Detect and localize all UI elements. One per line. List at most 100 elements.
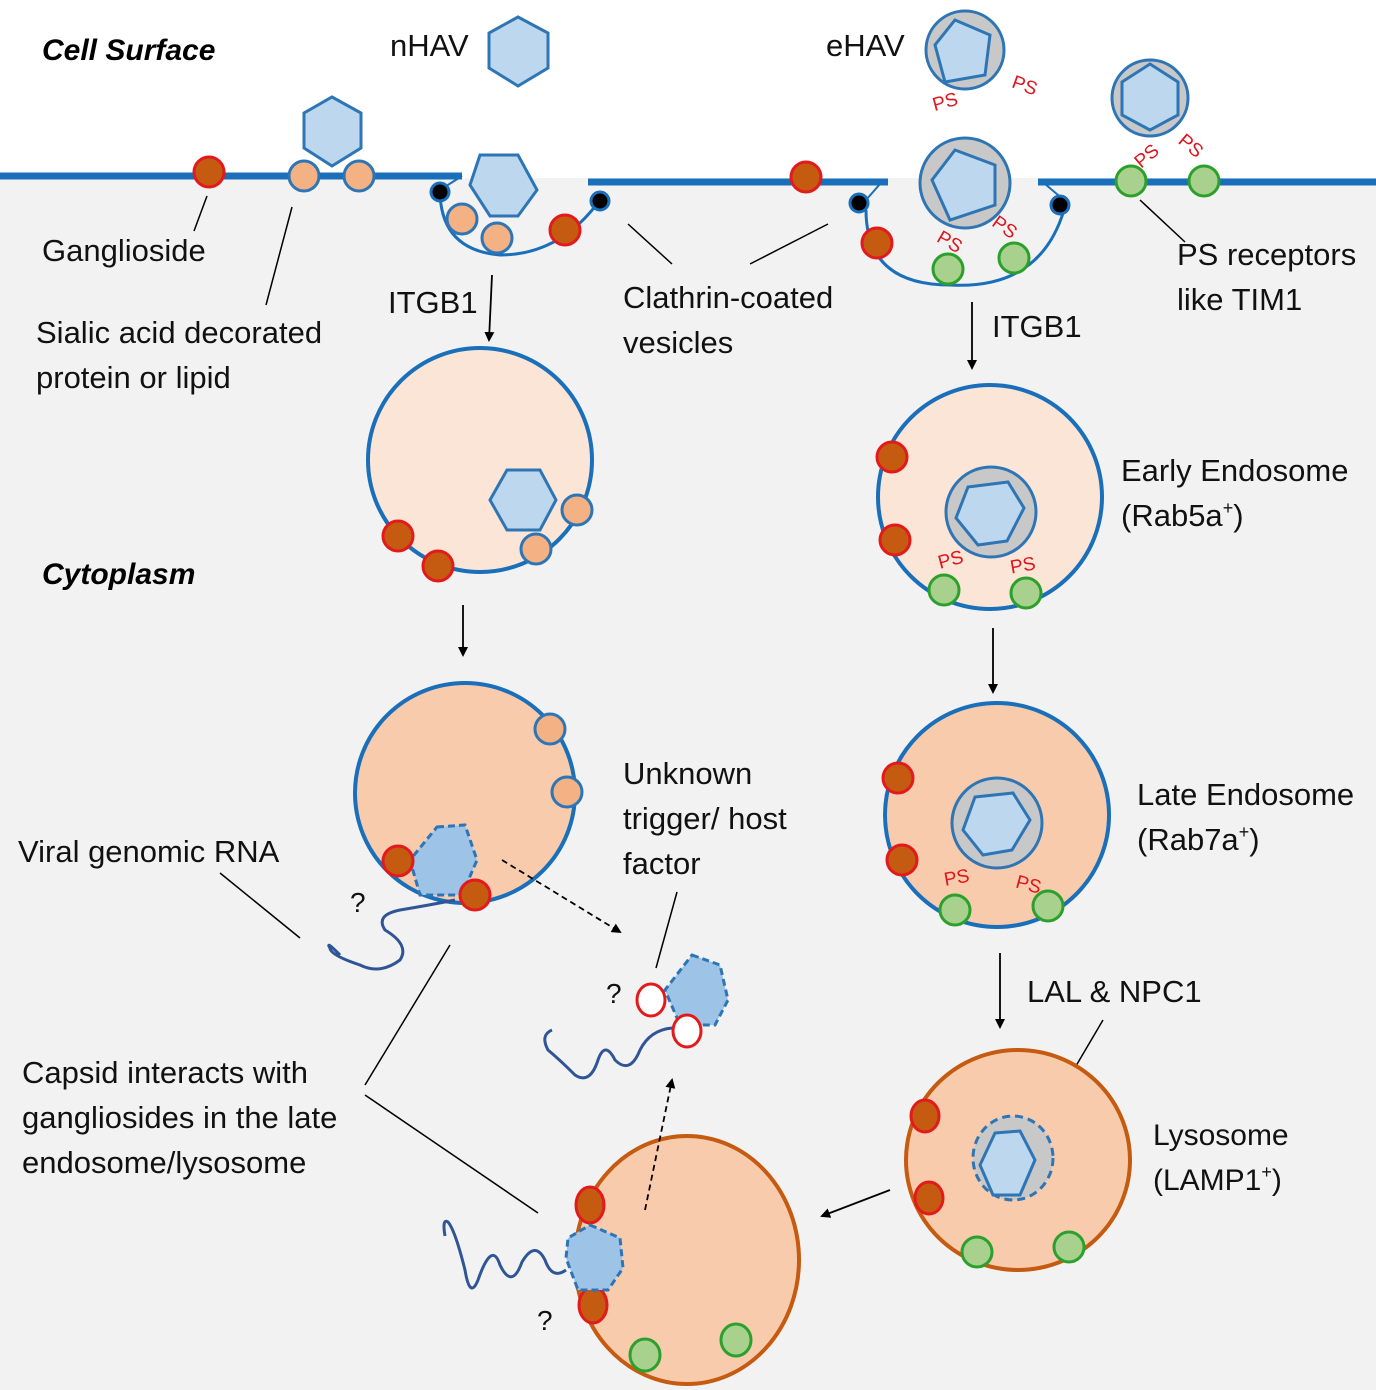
ps-receptor-icon [1031, 889, 1065, 923]
question-mark: ? [350, 887, 366, 918]
ehav-label: eHAV [826, 28, 905, 63]
clathrin-icon [848, 192, 870, 214]
lysosome-label-line2: (LAMP1+) [1153, 1162, 1282, 1197]
ganglioside-icon [860, 226, 894, 260]
ps-receptor-icon [628, 1337, 662, 1373]
ehav-internalizing-particle-icon [918, 136, 1012, 230]
ganglioside-icon [909, 1098, 941, 1134]
arrow-lysosome-to-bottom [820, 1189, 891, 1218]
ps-receptor-icon [1052, 1230, 1086, 1264]
ps-receptor-icon [960, 1235, 994, 1269]
early-endosome-label-line2: (Rab5a+) [1121, 498, 1244, 533]
cytoplasm-title: Cytoplasm [42, 558, 195, 591]
ps-receptor-icon [997, 241, 1031, 275]
ganglioside-icon [875, 440, 909, 474]
sialic-label-line2: protein or lipid [36, 360, 231, 395]
late-endosome-label-line1: Late Endosome [1137, 777, 1354, 812]
itgb1-right-label: ITGB1 [992, 309, 1082, 344]
ps-receptor-icon [1009, 576, 1043, 610]
clathrin-icon [1049, 194, 1071, 216]
clathrin-label-line2: vesicles [623, 325, 733, 360]
ganglioside-label: Ganglioside [42, 233, 206, 268]
released-rna-icon [543, 1026, 673, 1080]
cell-surface-title: Cell Surface [42, 34, 215, 67]
ps-receptor-icon [1114, 164, 1148, 198]
sialic-label-line1: Sialic acid decorated [36, 315, 322, 350]
arrow-to-early-vesicle [484, 274, 495, 342]
unknown-factor-icon [671, 1013, 703, 1049]
viral-rna-label: Viral genomic RNA [18, 834, 280, 869]
ps-receptor-leader-line [1139, 199, 1186, 243]
nhav-internalizing-capsid-icon [468, 153, 539, 218]
ps-receptors-label-line2: like TIM1 [1177, 282, 1302, 317]
ps-receptor-icon [938, 893, 972, 927]
lysosome-rna-icon [442, 1219, 567, 1290]
early-endosome-label-line1: Early Endosome [1121, 453, 1348, 488]
dashed-arrow-to-released [501, 859, 622, 934]
sialic-acid-icon [445, 202, 479, 236]
nhav-bound-capsid-icon [302, 95, 363, 168]
lysosome-label-line1: Lysosome [1153, 1119, 1289, 1152]
capsid-leader-line-up [364, 944, 451, 1086]
capsid-interaction-label-line1: Capsid interacts with [22, 1055, 308, 1090]
ps-label: PS [1009, 553, 1038, 578]
nhav-capsid-icon [487, 15, 550, 88]
unknown-factor-label-line3: factor [623, 846, 701, 881]
ps-receptor-icon [927, 573, 961, 607]
ganglioside-icon [192, 155, 226, 189]
ganglioside-icon [458, 878, 492, 912]
ganglioside-icon [577, 1285, 609, 1325]
itgb1-left-label: ITGB1 [388, 285, 478, 320]
ehav-bound-particle-icon [1110, 58, 1190, 138]
sialic-acid-icon [287, 159, 321, 193]
question-mark: ? [606, 978, 622, 1009]
ps-receptor-icon [1187, 164, 1221, 198]
unknown-factor-label-line2: trigger/ host [623, 801, 787, 836]
ganglioside-leader-line [193, 195, 208, 232]
sialic-acid-icon [480, 221, 514, 255]
ganglioside-icon [913, 1180, 945, 1216]
ehav-in-late-endosome-icon [950, 776, 1044, 870]
viral-rna-leader-line [219, 872, 301, 939]
nhav-label: nHAV [390, 28, 469, 63]
ps-receptor-icon [931, 252, 965, 286]
ps-receptor-icon [719, 1322, 753, 1358]
clathrin-icon [589, 190, 611, 212]
ganglioside-icon [381, 844, 415, 878]
ehav-in-lysosome-icon [971, 1114, 1055, 1202]
nhav-vesicle-capsid-icon [488, 468, 558, 532]
capsid-leader-line-down [364, 1094, 539, 1214]
ganglioside-icon [421, 549, 455, 583]
capsid-interaction-label-line2: gangliosides in the late [22, 1100, 337, 1135]
clathrin-label-line1: Clathrin-coated [623, 280, 833, 315]
sialic-leader-line [265, 206, 293, 306]
sialic-acid-icon [560, 493, 594, 527]
unknown-factor-leader-line [655, 891, 678, 969]
ehav-in-early-endosome-icon [944, 465, 1038, 559]
ganglioside-icon [789, 160, 823, 194]
released-capsid-icon [663, 953, 730, 1027]
ganglioside-icon [881, 761, 915, 795]
clathrin-leader-line-right [749, 223, 829, 265]
viral-rna-icon [327, 898, 456, 971]
ganglioside-icon [878, 523, 912, 557]
lal-npc1-label: LAL & NPC1 [1027, 974, 1202, 1009]
ganglioside-icon [548, 213, 582, 247]
clathrin-leader-line-left [627, 223, 673, 265]
dashed-arrow-up-to-released [644, 1078, 676, 1211]
unknown-factor-icon [635, 982, 667, 1018]
ganglioside-icon [885, 843, 919, 877]
sialic-acid-icon [519, 532, 553, 566]
ganglioside-icon [574, 1185, 606, 1225]
sialic-acid-icon [533, 712, 567, 746]
unknown-factor-label-line1: Unknown [623, 756, 752, 791]
late-endosome-label-line2: (Rab7a+) [1137, 822, 1260, 857]
ehav-particle-icon [924, 9, 1006, 91]
clathrin-icon [429, 181, 451, 203]
sialic-acid-icon [342, 159, 376, 193]
ganglioside-icon [381, 519, 415, 553]
ps-receptors-label-line1: PS receptors [1177, 237, 1356, 272]
capsid-interaction-label-line3: endosome/lysosome [22, 1145, 306, 1180]
lysosome-bound-capsid-icon [564, 1223, 625, 1292]
